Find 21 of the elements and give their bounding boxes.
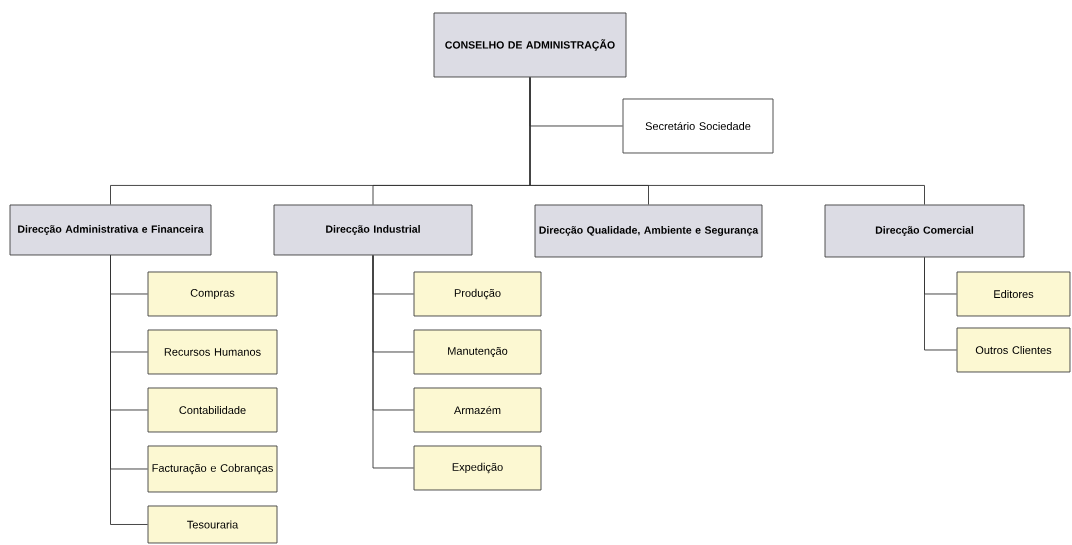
unit-box: Tesouraria (147, 505, 278, 544)
unit-box: Recursos Humanos (147, 329, 278, 375)
unit-box: Expedição (413, 445, 542, 491)
department-box: Direcção Administrativa e Financeira (9, 204, 212, 256)
unit-box: Facturação e Cobranças (147, 445, 278, 493)
unit-box: Contabilidade (147, 387, 278, 433)
unit-box: Manutenção (413, 329, 542, 375)
department-box: Direcção Qualidade, Ambiente e Segurança (534, 204, 763, 258)
connector-line (924, 257, 957, 351)
connector-line (529, 77, 925, 205)
unit-box: Outros Clientes (956, 327, 1071, 373)
connector-line (110, 255, 148, 525)
secretary-box: Secretário Sociedade (622, 98, 774, 154)
unit-box: Armazém (413, 387, 542, 433)
unit-box: Produção (413, 271, 542, 317)
connector-line (372, 255, 414, 469)
department-box: Direcção Comercial (824, 204, 1025, 258)
top-box: CONSELHO DE ADMINISTRAÇÃO (433, 12, 627, 78)
department-box: Direcção Industrial (273, 204, 473, 256)
unit-box: Editores (956, 271, 1071, 317)
unit-box: Compras (147, 271, 278, 317)
